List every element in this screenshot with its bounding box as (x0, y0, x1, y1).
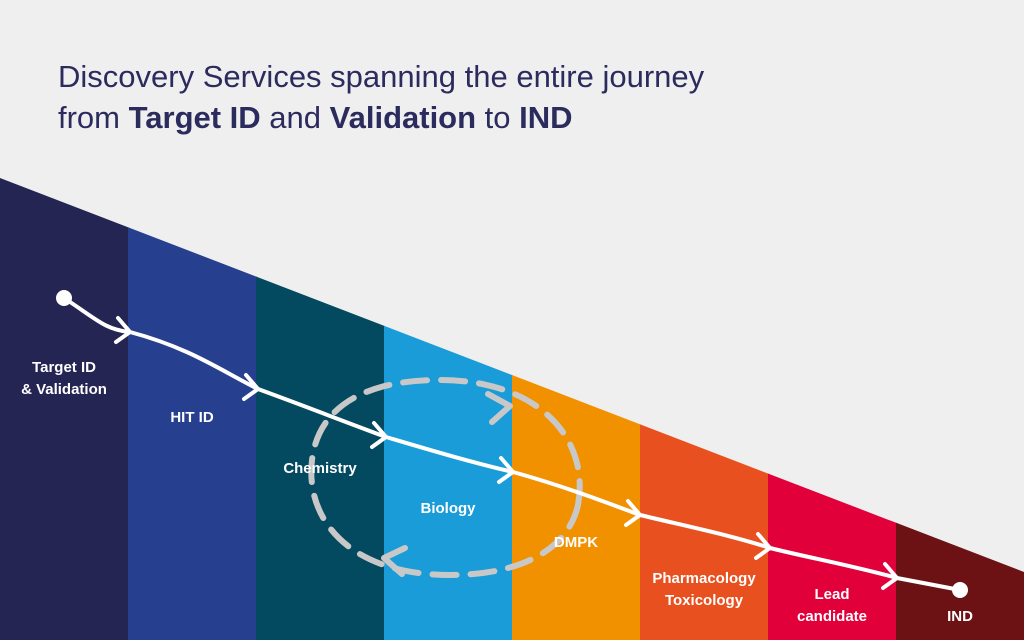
stage-label-line: Biology (421, 500, 477, 517)
title-validation: Validation (329, 100, 477, 135)
chevron-arrow-icon (624, 499, 642, 527)
title-from: from (58, 100, 129, 135)
chevron-arrow-icon (881, 562, 899, 590)
stage-label-line: Lead (814, 586, 849, 603)
stage-label-6: Lead candidate (797, 586, 867, 625)
stage-label-0: Target ID & Validation (21, 359, 107, 398)
stage-label-line: & Validation (21, 381, 107, 398)
title-and: and (260, 100, 330, 135)
chevron-arrow-icon (370, 421, 388, 449)
stage-label-2: Chemistry (283, 460, 357, 477)
stage-label-line: HIT ID (170, 409, 213, 426)
stage-band-6 (768, 178, 897, 640)
stage-label-line: Toxicology (665, 592, 744, 609)
cycle-loop (308, 376, 583, 579)
title-ind: IND (519, 100, 573, 135)
chevron-arrow-icon (497, 456, 515, 484)
title-to: to (476, 100, 520, 135)
title-line-1: Discovery Services spanning the entire j… (58, 59, 705, 94)
chevron-arrow-icon (242, 373, 260, 401)
journey-start-dot (56, 290, 72, 306)
journey-chevrons (114, 316, 899, 590)
journey-end-dot (952, 582, 968, 598)
stage-band-5 (640, 178, 769, 640)
cycle-arrowhead-bottom (381, 545, 408, 577)
page-title: Discovery Services spanning the entire j… (58, 56, 958, 138)
chevron-arrow-icon (114, 316, 132, 344)
stage-band-1 (128, 178, 257, 640)
journey-arrow (56, 290, 968, 598)
stage-label-line: Target ID (32, 359, 96, 376)
stage-label-line: DMPK (554, 534, 598, 551)
stage-label-line: Chemistry (283, 460, 357, 477)
stage-band-7 (896, 178, 1024, 640)
stage-band-0 (0, 178, 129, 640)
stage-label-4: DMPK (554, 534, 598, 551)
title-target-id: Target ID (128, 100, 261, 135)
chevron-arrow-icon (754, 532, 772, 560)
stage-band-2 (256, 178, 385, 640)
stage-label-line: IND (947, 608, 973, 625)
stage-label-line: candidate (797, 608, 867, 625)
stage-label-7: IND (947, 608, 973, 625)
stage-label-3: Biology (421, 500, 477, 517)
iteration-cycle (308, 376, 583, 579)
stage-band-3 (384, 178, 513, 640)
stage-label-line: Pharmacology (652, 570, 756, 587)
stage-label-1: HIT ID (170, 409, 213, 426)
cycle-arrowhead-top (485, 391, 513, 425)
